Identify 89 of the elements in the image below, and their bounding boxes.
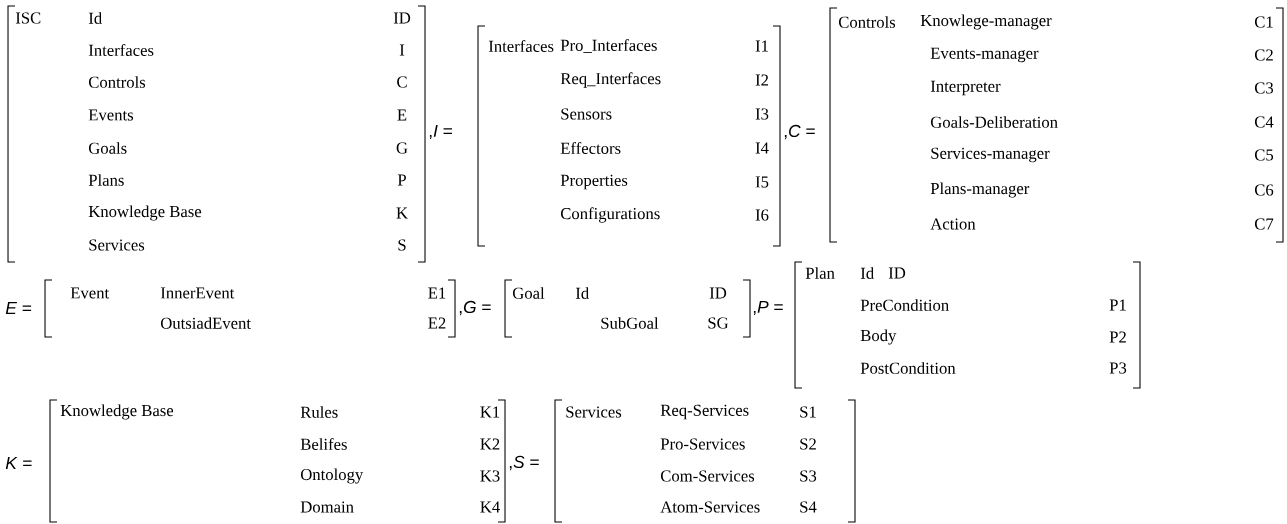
matrix-entry: P2	[1109, 331, 1126, 343]
matrix-entry: Knowlege-manager	[920, 14, 1052, 30]
matrix-entry: Plans-manager	[930, 182, 1030, 198]
matrix-entry: K3	[480, 470, 500, 482]
matrix-entry: Body	[860, 329, 897, 345]
matrix-entry: P3	[1109, 362, 1127, 374]
matrix-entry: P	[397, 174, 406, 186]
matrix-entry: Pro-Services	[660, 438, 745, 450]
equation-label: E =	[5, 302, 32, 314]
matrix-entry: Events	[88, 109, 134, 121]
matrix-entry: C3	[1254, 82, 1274, 94]
matrix-entry: Id	[88, 12, 102, 24]
matrix-entry: Ontology	[300, 468, 364, 484]
matrix-entry: Knowledge Base	[60, 404, 174, 420]
matrix-entry: I6	[755, 209, 769, 221]
matrix-entry: Domain	[300, 501, 354, 513]
matrix-entry: Properties	[560, 174, 628, 190]
matrix-entry: C6	[1254, 184, 1274, 196]
matrix-entry: ID	[709, 287, 727, 299]
equation-label: ,S =	[509, 455, 539, 471]
matrix-entry: Id	[860, 267, 874, 279]
matrix-entry: Services	[89, 239, 145, 251]
matrix-entry: I5	[755, 176, 769, 188]
matrix-entry: PreCondition	[860, 299, 949, 311]
matrix-entry: Req_Interfaces	[560, 72, 661, 88]
matrix-entry: ID	[393, 12, 411, 24]
matrix-entry: K	[396, 207, 408, 219]
matrix-entry: G	[396, 142, 408, 154]
matrix-entry: Interpreter	[930, 80, 1001, 96]
matrix-entry: I1	[755, 40, 768, 52]
matrix-entry: Sensors	[561, 108, 612, 120]
equation-label: K =	[5, 457, 32, 469]
matrix-entry: I2	[755, 74, 769, 86]
matrix-entry: S2	[800, 438, 816, 450]
equation-label: ,I =	[429, 124, 452, 140]
matrix-entry: Interfaces	[88, 44, 154, 56]
matrix-entry: S1	[800, 406, 816, 418]
matrix-entry: S3	[800, 470, 817, 482]
matrix-entry: Controls	[89, 76, 146, 88]
matrix-entry: Rules	[300, 406, 338, 418]
matrix-entry: Atom-Services	[660, 501, 760, 513]
matrix-entry: C4	[1254, 116, 1274, 128]
matrix-entry: I4	[755, 142, 769, 154]
matrix-entry: Effectors	[560, 142, 621, 154]
matrix-entry: SubGoal	[601, 317, 659, 329]
matrix-entry: Belifes	[300, 438, 347, 450]
matrix-entry: C7	[1254, 218, 1274, 230]
matrix-entry: Action	[930, 218, 976, 230]
matrix-entry: Pro_Interfaces	[560, 39, 657, 53]
matrix-entry: ID	[888, 267, 906, 279]
matrix-entry: Goals-Deliberation	[930, 116, 1058, 128]
matrix-entry: E1	[428, 287, 446, 299]
matrix-entry: Services-manager	[931, 147, 1050, 163]
matrix-entry: E	[397, 109, 407, 121]
matrix-entry: InnerEvent	[160, 287, 235, 299]
matrix-entry: P1	[1109, 299, 1126, 311]
matrix-entry: Services	[566, 406, 622, 418]
matrix-entry: K1	[480, 406, 500, 418]
equation-label: ,G =	[459, 300, 491, 316]
matrix-entry: C2	[1254, 49, 1273, 61]
matrix-entry: S	[398, 239, 406, 251]
matrix-entry: Interfaces	[488, 40, 554, 52]
equation-label: ,P =	[753, 300, 783, 316]
matrix-entry: Event	[70, 287, 110, 299]
matrix-entry: C	[397, 76, 407, 88]
matrix-entry: I3	[755, 108, 769, 120]
matrix-entry: Configurations	[560, 207, 660, 223]
matrix-entry: E2	[428, 317, 446, 329]
matrix-entry: Id	[575, 287, 589, 299]
matrix-entry: S4	[800, 501, 817, 513]
matrix-entry: OutsiadEvent	[160, 317, 251, 329]
matrix-entry: ISC	[15, 12, 41, 24]
matrix-entry: K2	[480, 438, 500, 450]
matrix-entry: Com-Services	[660, 470, 755, 482]
matrix-entry: Req-Services	[660, 404, 749, 420]
matrix-entry: Plan	[805, 267, 835, 279]
equation-label: ,C =	[784, 124, 815, 140]
matrix-entry: C1	[1254, 16, 1273, 28]
matrix-entry: C5	[1254, 149, 1274, 161]
matrix-entry: Controls	[838, 16, 896, 28]
matrix-entry: PostCondition	[860, 362, 956, 374]
matrix-entry: Knowledge Base	[88, 205, 202, 221]
matrix-entry: Goals	[89, 142, 127, 154]
matrix-entry: K4	[480, 501, 500, 513]
matrix-entry: SG	[708, 317, 729, 329]
matrix-entry: I	[399, 44, 405, 56]
matrix-entry: Events-manager	[930, 47, 1039, 63]
matrix-entry: Goal	[512, 287, 545, 299]
matrix-entry: Plans	[88, 174, 124, 186]
